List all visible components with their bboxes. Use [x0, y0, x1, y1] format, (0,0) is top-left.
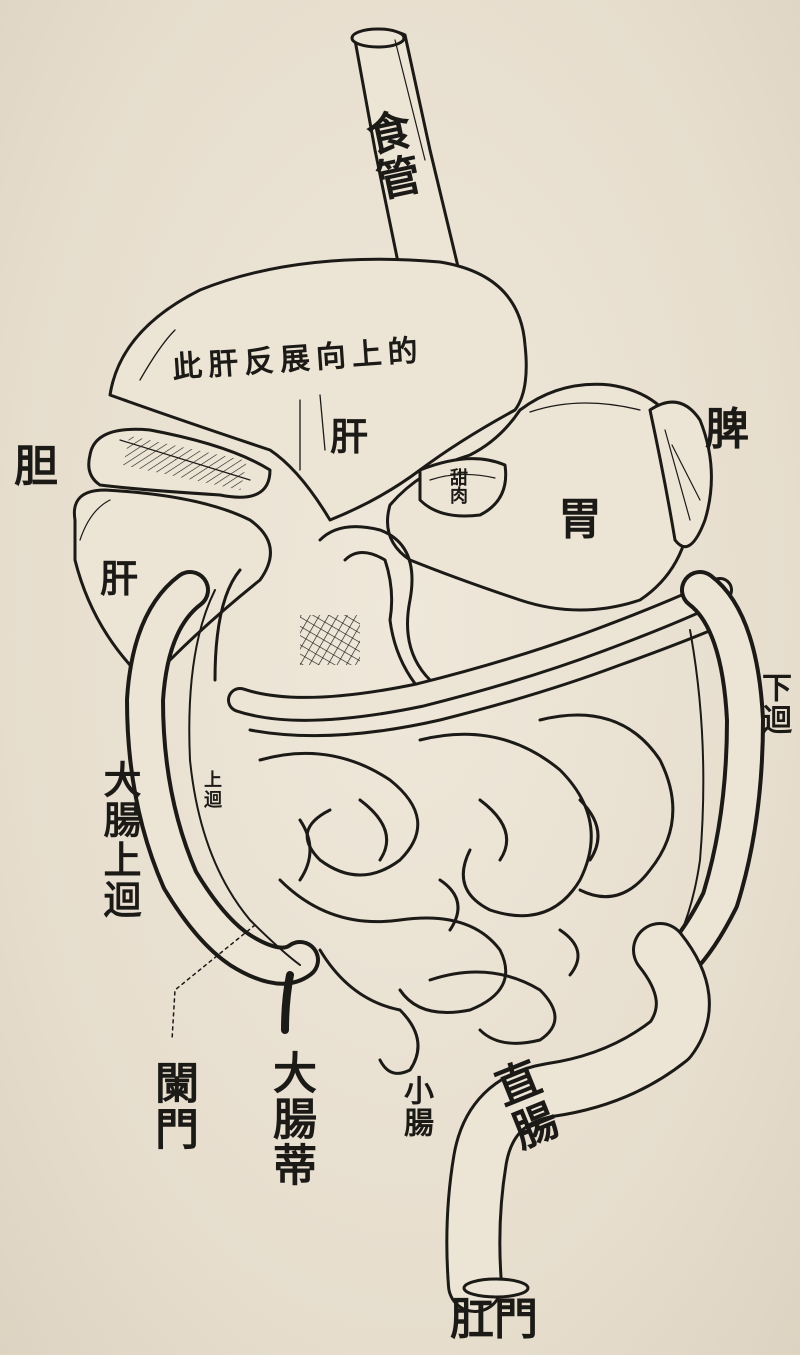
ascending-colon-shape: [145, 570, 300, 966]
label-spleen: 脾: [705, 408, 749, 452]
small-intestine-shape: [260, 715, 673, 1073]
label-pancreas: 甜肉: [448, 468, 466, 504]
label-gallbladder: 胆: [14, 445, 58, 489]
label-liver-lower: 肝: [100, 560, 138, 598]
label-anus: 肛門: [450, 1298, 538, 1342]
label-small-intestine: 小腸: [400, 1075, 430, 1139]
rectum-shape: [464, 950, 683, 1297]
label-upper-colon-small: 上迴: [202, 770, 220, 810]
label-liver-upper: 肝: [330, 418, 368, 456]
label-stomach: 胃: [558, 498, 602, 542]
label-lower-colon: 下迴: [758, 672, 788, 736]
label-pylorus: 闌門: [150, 1060, 194, 1152]
mesentery-mesh: [300, 615, 360, 665]
appendix-shape: [285, 975, 290, 1030]
label-upper-colon: 大腸上迴: [100, 760, 138, 920]
label-appendix: 大腸蒂: [268, 1050, 312, 1188]
